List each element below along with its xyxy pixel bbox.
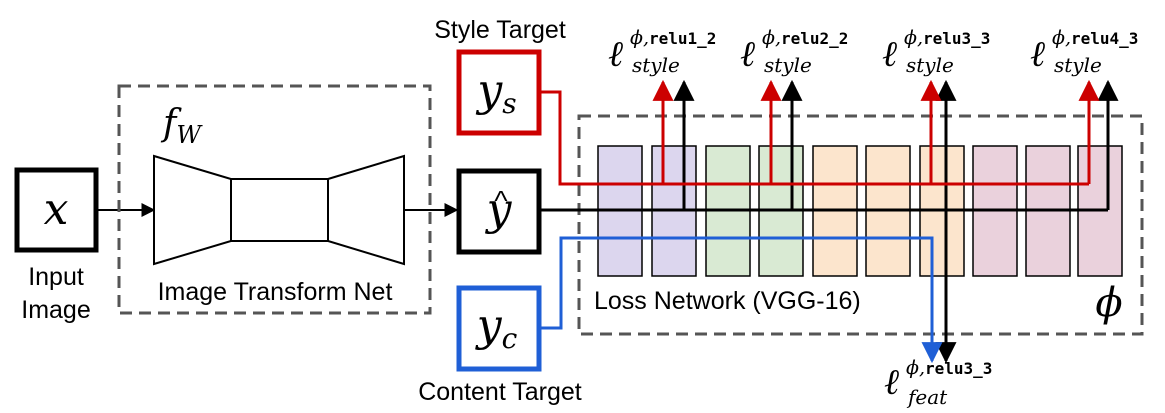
svg-text:style: style bbox=[906, 53, 954, 77]
style-target-symbol: ys bbox=[475, 65, 516, 120]
svg-text:ϕ,relu1_2: ϕ,relu1_2 bbox=[630, 27, 716, 49]
loss-network-box bbox=[577, 114, 1144, 336]
svg-text:ϕ,relu3_3: ϕ,relu3_3 bbox=[904, 27, 990, 49]
content-target-box bbox=[456, 285, 542, 372]
content-target-label: Content Target bbox=[418, 378, 582, 406]
feature-loss-label: ℓ ϕ,relu3_3 feat bbox=[884, 357, 992, 409]
svg-text:ϕ,relu4_3: ϕ,relu4_3 bbox=[1052, 27, 1138, 49]
style-path bbox=[539, 90, 1089, 186]
transform-net-label: Image Transform Net bbox=[158, 278, 393, 306]
loss-network-label: Loss Network (VGG-16) bbox=[594, 287, 861, 315]
loss-network-phi: ϕ bbox=[1095, 280, 1122, 326]
input-label-line2: Image bbox=[21, 296, 90, 324]
decoder-shape bbox=[327, 154, 405, 266]
svg-text:ℓ: ℓ bbox=[884, 362, 899, 403]
style-loss-label: ℓ ϕ,relu2_2 style bbox=[740, 27, 848, 77]
transform-net-box bbox=[117, 84, 432, 315]
svg-text:ℓ: ℓ bbox=[740, 34, 755, 75]
style-target-label: Style Target bbox=[434, 16, 566, 44]
transform-symbol: fW bbox=[160, 103, 203, 149]
content-path bbox=[539, 236, 943, 364]
style-loss-label: ℓ ϕ,relu3_3 style bbox=[882, 27, 990, 77]
svg-text:style: style bbox=[764, 53, 812, 77]
svg-text:ℓ: ℓ bbox=[882, 34, 897, 75]
svg-text:ℓ: ℓ bbox=[1030, 34, 1045, 75]
input-image-box bbox=[14, 167, 99, 253]
bottleneck-shape bbox=[230, 178, 329, 242]
style-loss-label: ℓ ϕ,relu4_3 style bbox=[1030, 27, 1138, 77]
svg-text:feat: feat bbox=[906, 385, 948, 409]
input-label-line1: Input bbox=[28, 263, 84, 291]
input-symbol: x bbox=[44, 184, 69, 235]
yhat-box bbox=[456, 168, 542, 255]
svg-text:style: style bbox=[1054, 53, 1102, 77]
content-target-symbol: yc bbox=[475, 300, 518, 355]
yhat-accent: ^ bbox=[494, 185, 507, 216]
style-loss-label: ℓ ϕ,relu1_2 style bbox=[608, 27, 716, 77]
svg-text:ϕ,relu2_2: ϕ,relu2_2 bbox=[762, 27, 848, 49]
svg-text:ϕ,relu3_3: ϕ,relu3_3 bbox=[906, 357, 992, 379]
svg-text:style: style bbox=[632, 53, 680, 77]
encoder-shape bbox=[153, 154, 232, 266]
yhat-symbol: y bbox=[485, 184, 513, 235]
svg-text:ℓ: ℓ bbox=[608, 34, 623, 75]
